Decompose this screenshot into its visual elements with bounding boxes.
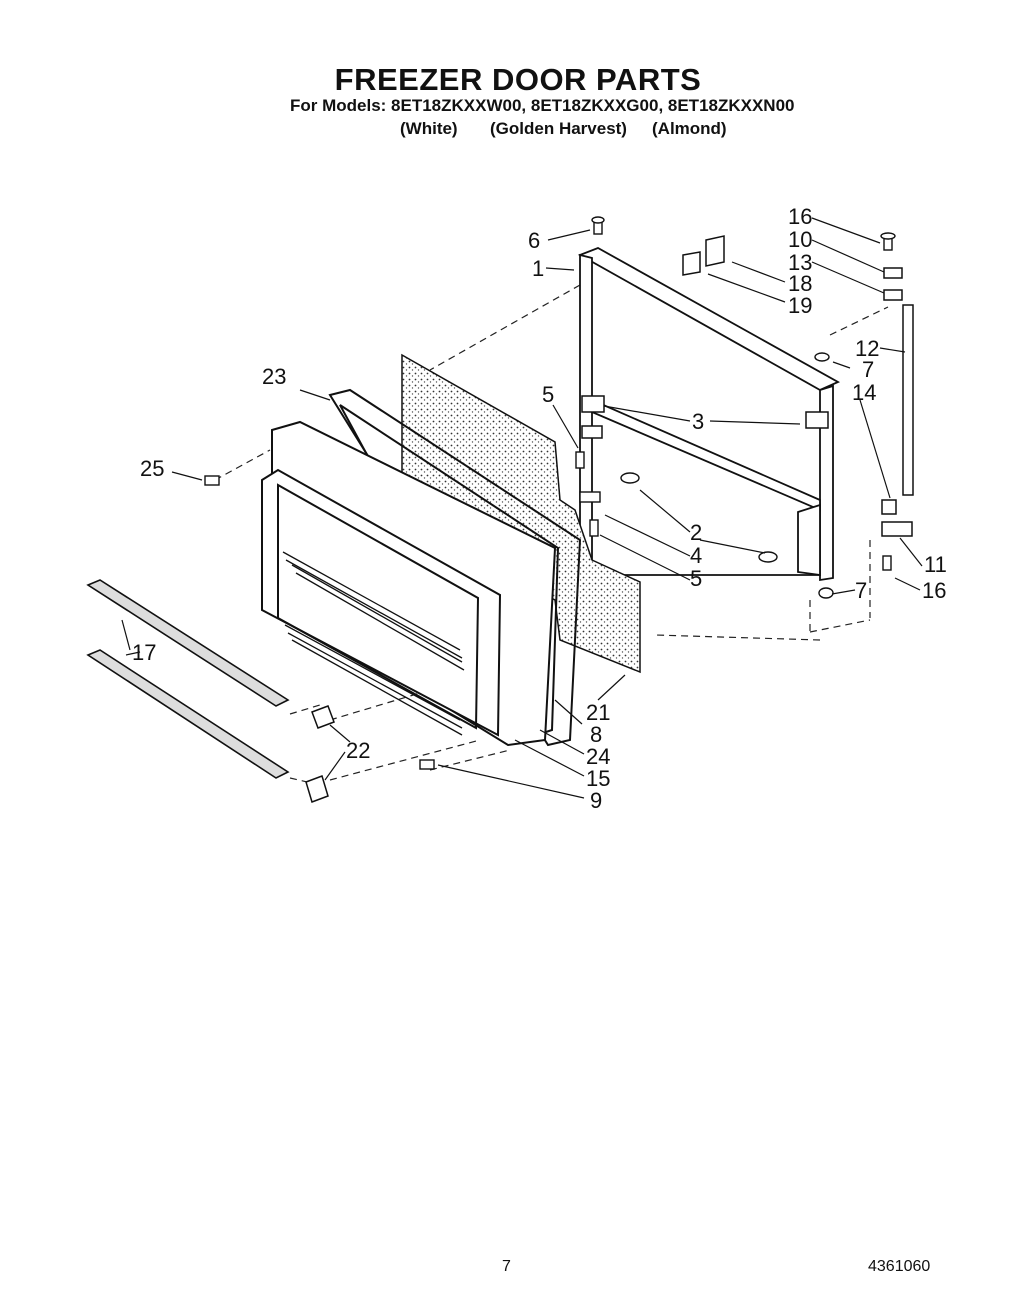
- callout-12: 12: [855, 336, 879, 361]
- right-hinge-parts: [881, 267, 913, 537]
- trim-strips: [86, 579, 290, 779]
- assembly-guide-lines: [214, 284, 889, 786]
- callout-6: 6: [528, 228, 540, 253]
- callout-13: 13: [788, 250, 812, 275]
- pads: [682, 235, 725, 276]
- callout-11: 11: [924, 552, 947, 577]
- callout-2: 2: [690, 520, 702, 545]
- callout-labels: 16 10 13 18 19 6 1 12 7 14 23 5 3 25 2 4…: [132, 204, 947, 813]
- door-stop-bar: [902, 304, 914, 496]
- door-liner: [261, 420, 557, 747]
- callout-7-top: 7: [862, 357, 874, 382]
- page-title: FREEZER DOOR PARTS: [334, 62, 702, 97]
- color-golden-harvest: (Golden Harvest): [490, 119, 627, 138]
- callout-23: 23: [262, 364, 286, 389]
- callout-18: 18: [788, 271, 812, 296]
- callout-15: 15: [586, 766, 610, 791]
- callout-leaders: [121, 217, 923, 799]
- models-line: For Models: 8ET18ZKXXW00, 8ET18ZKXXG00, …: [290, 96, 795, 115]
- hinge-brackets: [581, 395, 829, 439]
- callout-7-bottom: 7: [855, 578, 867, 603]
- callout-4: 4: [690, 543, 702, 568]
- callout-14: 14: [852, 380, 876, 405]
- shelf-ribs: [282, 551, 465, 736]
- callout-17: 17: [132, 640, 156, 665]
- callout-10: 10: [788, 227, 812, 252]
- callout-3: 3: [692, 409, 704, 434]
- color-almond: (Almond): [652, 119, 727, 138]
- end-caps: [305, 705, 335, 803]
- callout-16-bottom: 16: [922, 578, 946, 603]
- callout-19: 19: [788, 293, 812, 318]
- page-number: 7: [502, 1258, 511, 1275]
- callout-24: 24: [586, 744, 610, 769]
- callout-8: 8: [590, 722, 602, 747]
- callout-16-top: 16: [788, 204, 812, 229]
- callout-1: 1: [532, 256, 544, 281]
- callout-25: 25: [140, 456, 164, 481]
- callout-9: 9: [590, 788, 602, 813]
- callout-22: 22: [346, 738, 370, 763]
- color-white: (White): [400, 119, 458, 138]
- document-number: 4361060: [868, 1258, 931, 1275]
- callout-5-top: 5: [542, 382, 554, 407]
- callout-5-bottom: 5: [690, 566, 702, 591]
- callout-21: 21: [586, 700, 610, 725]
- fasteners: [204, 216, 896, 770]
